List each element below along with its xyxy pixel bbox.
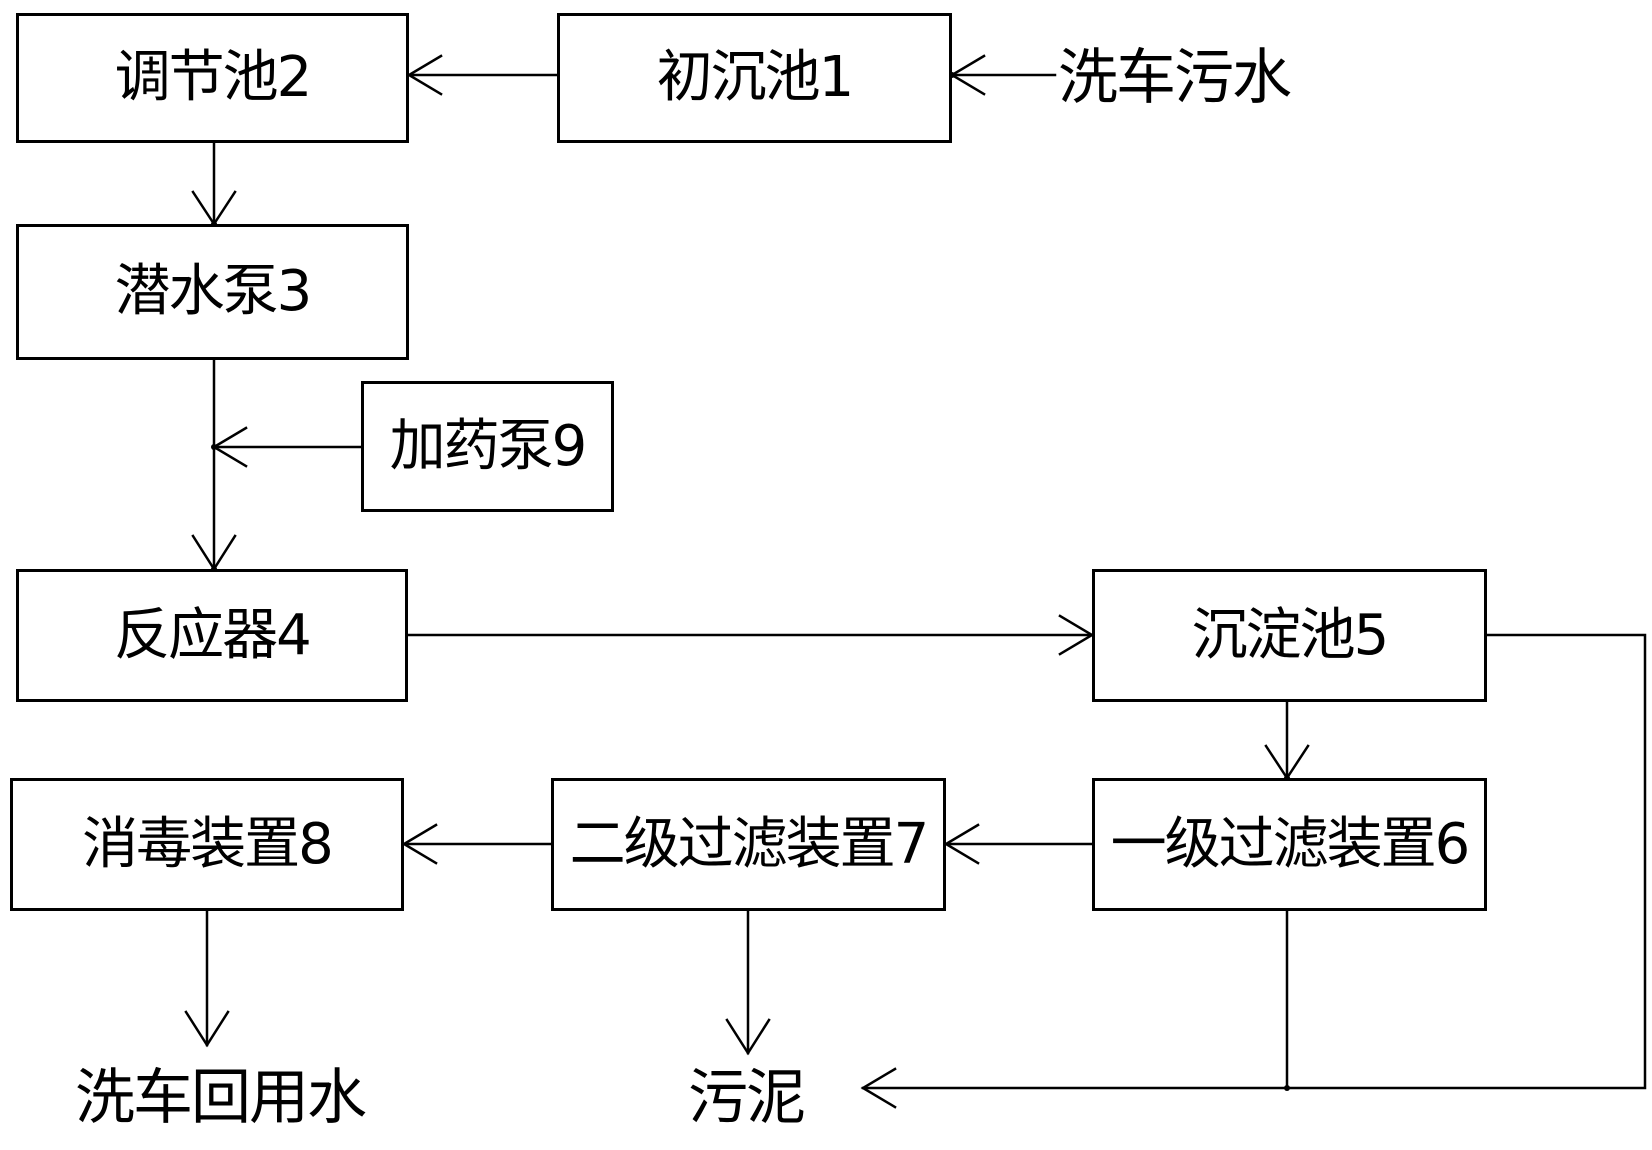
edge-pump-to-reactor	[191, 358, 237, 572]
edge-disinfection-to-reuse-water	[184, 909, 230, 1048]
node-sedimentation-tank: 沉淀池5	[1092, 569, 1487, 702]
edge-sedimentation-to-primary-filter	[1264, 700, 1310, 781]
node-primary-sedimentation-tank: 初沉池1	[557, 13, 952, 143]
node-reactor: 反应器4	[16, 569, 408, 702]
node-submersible-pump: 潜水泵3	[16, 224, 409, 360]
label-wash-water-input: 洗车污水	[1058, 43, 1292, 113]
node-primary-filter: 一级过滤装置6	[1092, 778, 1487, 911]
edge-secondary-filter-to-disinfection	[401, 823, 553, 865]
edge-wash-water-to-primary-tank	[949, 54, 1057, 96]
label-reuse-water-output: 洗车回用水	[75, 1063, 367, 1133]
node-regulating-tank: 调节池2	[16, 13, 409, 143]
edge-regulating-tank-to-pump	[191, 141, 237, 227]
node-dosing-pump: 加药泵9	[361, 381, 614, 512]
edge-primary-tank-to-regulating-tank	[406, 54, 559, 96]
edge-primary-filter-to-secondary-filter	[943, 823, 1094, 865]
label-sludge-output: 污泥	[688, 1063, 806, 1133]
edge-sedimentation-and-filter-to-sludge	[860, 633, 1647, 1109]
edge-secondary-filter-to-sludge	[725, 909, 771, 1056]
node-secondary-filter: 二级过滤装置7	[551, 778, 946, 911]
edge-reactor-to-sedimentation-tank	[406, 614, 1095, 656]
edge-dosing-pump-to-line	[211, 426, 363, 468]
node-disinfection-unit: 消毒装置8	[10, 778, 404, 911]
